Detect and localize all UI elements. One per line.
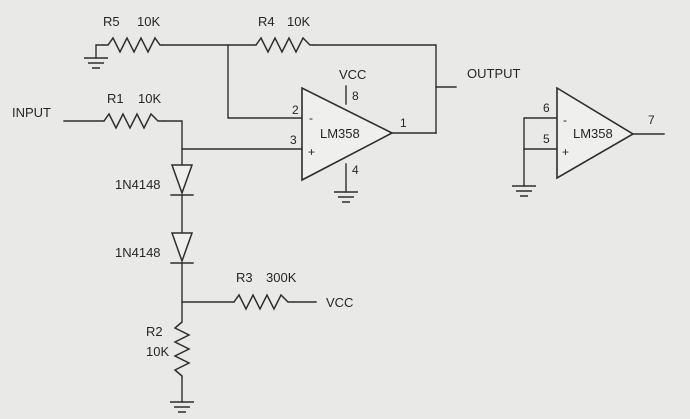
d1-part: 1N4148 — [115, 177, 161, 192]
u2-sign-plus: + — [562, 145, 569, 159]
diode-d1 — [170, 164, 194, 196]
u2-pin-noninv: 5 — [543, 132, 550, 146]
r3-ref: R3 — [236, 270, 253, 285]
r2-value: 10K — [146, 344, 169, 359]
r4-resistor — [255, 36, 314, 54]
r2-ref: R2 — [146, 324, 163, 339]
opamp-u1 — [301, 86, 394, 182]
r3-resistor — [233, 293, 294, 311]
u1-pin-out: 1 — [400, 116, 407, 130]
r1-resistor — [103, 112, 164, 130]
r1-value: 10K — [138, 91, 161, 106]
vcc-label-top: VCC — [339, 67, 366, 82]
r4-value: 10K — [287, 14, 310, 29]
u1-pin-inv: 2 — [292, 103, 299, 117]
u2-sign-minus: - — [563, 113, 567, 127]
u2-part: LM358 — [573, 126, 613, 141]
u1-pin-gnd: 4 — [352, 163, 359, 177]
output-label: OUTPUT — [467, 66, 521, 81]
r5-ref: R5 — [103, 14, 120, 29]
u1-pin-vcc: 8 — [352, 89, 359, 103]
diode-d2 — [170, 232, 194, 264]
r5-resistor — [107, 36, 163, 54]
ground-u1 — [334, 191, 358, 203]
opamp-u2 — [556, 86, 635, 180]
r4-ref: R4 — [258, 14, 275, 29]
u2-pin-inv: 6 — [543, 101, 550, 115]
u1-part: LM358 — [320, 126, 360, 141]
u1-pin-noninv: 3 — [290, 133, 297, 147]
u2-pin-out: 7 — [648, 113, 655, 127]
u1-sign-minus: - — [309, 111, 313, 125]
r2-resistor — [173, 321, 191, 378]
ground-r2 — [170, 401, 194, 413]
input-label: INPUT — [12, 105, 51, 120]
d2-part: 1N4148 — [115, 245, 161, 260]
ground-u2 — [512, 185, 536, 197]
vcc-label-r3: VCC — [326, 295, 353, 310]
ground-r5 — [84, 57, 108, 69]
wires — [63, 44, 665, 403]
u1-sign-plus: + — [308, 145, 315, 159]
r5-value: 10K — [137, 14, 160, 29]
r3-value: 300K — [266, 270, 297, 285]
r1-ref: R1 — [107, 91, 124, 106]
